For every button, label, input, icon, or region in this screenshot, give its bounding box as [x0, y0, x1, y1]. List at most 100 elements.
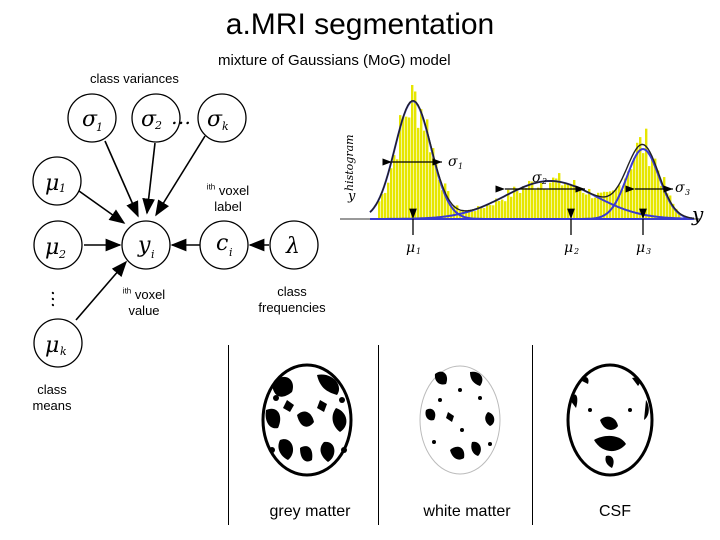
histogram-bar — [531, 181, 534, 219]
histogram-bar — [393, 155, 396, 219]
histogram-bar — [540, 182, 543, 219]
histogram-bar — [498, 200, 501, 219]
histogram-bar — [624, 178, 627, 219]
histogram-bar — [621, 189, 624, 219]
svg-text:2: 2 — [154, 119, 162, 132]
hist-sigma1: σ — [448, 154, 458, 170]
histogram-bar — [675, 208, 678, 219]
svg-text:2: 2 — [573, 247, 579, 256]
histogram-bar — [597, 192, 600, 219]
histogram-bar — [474, 211, 477, 219]
histogram-bar — [588, 188, 591, 219]
histogram-bar — [591, 198, 594, 219]
node-mu2: μ 2 — [33, 220, 83, 270]
histogram-bar — [480, 207, 483, 219]
histogram-bar — [627, 171, 630, 219]
histogram-bar — [435, 162, 438, 219]
mixture-curve — [369, 100, 695, 219]
histogram-bar — [396, 159, 399, 219]
svg-text:σ: σ — [141, 107, 157, 132]
histogram-bar — [570, 185, 573, 219]
histogram-figure: y histogram y σ 1 σ 2 σ 3 μ 1 μ 2 μ 3 — [340, 85, 704, 256]
svg-text:i: i — [151, 248, 155, 261]
histogram-bar — [402, 116, 405, 219]
histogram-bar — [471, 211, 474, 219]
svg-text:1: 1 — [59, 182, 66, 195]
histogram-bar — [444, 183, 447, 219]
histogram-bar — [432, 148, 435, 219]
histogram-bar — [585, 194, 588, 219]
histogram-bar — [543, 189, 546, 219]
class-frequencies-label: class frequencies — [258, 284, 326, 315]
hist-axis-y: y — [347, 189, 356, 204]
svg-text:y: y — [137, 233, 151, 258]
brain-csf-image — [566, 363, 654, 477]
histogram-bar — [537, 187, 540, 219]
histogram-bar — [504, 201, 507, 219]
histogram-bar — [477, 206, 480, 219]
mu-ellipsis: … — [47, 290, 68, 308]
histogram-bar — [441, 190, 444, 219]
histogram-bar — [573, 180, 576, 219]
svg-text:1: 1 — [96, 121, 103, 134]
histogram-bar — [678, 213, 681, 219]
histogram-bar — [501, 199, 504, 219]
node-mu1: μ 1 — [32, 156, 82, 206]
svg-text:3: 3 — [685, 188, 690, 197]
histogram-bar — [639, 137, 642, 219]
svg-text:2: 2 — [541, 177, 547, 186]
hist-sigma2: σ — [532, 170, 542, 186]
node-sigma1: σ 1 — [67, 93, 117, 143]
svg-text:μ: μ — [45, 333, 59, 358]
histogram-bar — [513, 186, 516, 219]
hist-mu1: μ — [406, 240, 415, 256]
svg-text:μ: μ — [45, 235, 59, 260]
edge-sigma1-yi — [104, 140, 139, 218]
caption-white-matter: white matter — [423, 503, 511, 520]
histogram-bar — [576, 187, 579, 219]
brain-grey-matter-image — [261, 363, 353, 477]
svg-text:i: i — [229, 246, 233, 259]
histogram-bar — [408, 117, 411, 219]
histogram-bar — [672, 203, 675, 219]
histogram-bar — [381, 193, 384, 219]
histogram-bar — [450, 204, 453, 219]
histogram-bar — [666, 193, 669, 219]
page-subtitle: mixture of Gaussians (MoG) model — [218, 52, 451, 69]
histogram-bar — [603, 191, 606, 219]
edge-muk-yi — [75, 260, 128, 321]
histogram-bar — [387, 182, 390, 219]
histogram-bar — [615, 188, 618, 219]
node-muk: μ k — [33, 318, 83, 368]
histogram-bar — [423, 130, 426, 219]
node-sigma2: σ 2 — [131, 93, 181, 143]
histogram-bar — [648, 166, 651, 219]
histogram-bar — [399, 115, 402, 219]
histogram-bar — [528, 180, 531, 219]
edge-mu1-yi — [78, 190, 126, 224]
histogram-bar — [384, 192, 387, 219]
svg-text:1: 1 — [416, 247, 421, 256]
edge-sigma2-yi — [142, 142, 156, 215]
histogram-bar — [438, 179, 441, 219]
node-lambda: λ — [269, 220, 319, 270]
histogram-bar — [378, 201, 381, 219]
histogram-bar — [495, 198, 498, 219]
histogram-bar — [420, 109, 423, 219]
histogram-bar — [465, 210, 468, 219]
histogram-bar — [609, 191, 612, 219]
histogram-bar — [558, 173, 561, 219]
histogram-bar — [663, 177, 666, 219]
svg-text:2: 2 — [58, 248, 66, 261]
svg-text:k: k — [222, 120, 229, 133]
histogram-bar — [462, 210, 465, 219]
histogram-bar — [552, 177, 555, 219]
histogram-bar — [483, 208, 486, 219]
svg-text:3: 3 — [646, 247, 651, 256]
histogram-bar — [468, 209, 471, 219]
class-variances-label: class variances — [90, 71, 179, 86]
caption-grey-matter: grey matter — [269, 503, 351, 520]
node-sigmak: σ k — [197, 93, 247, 143]
histogram-bar — [390, 168, 393, 219]
